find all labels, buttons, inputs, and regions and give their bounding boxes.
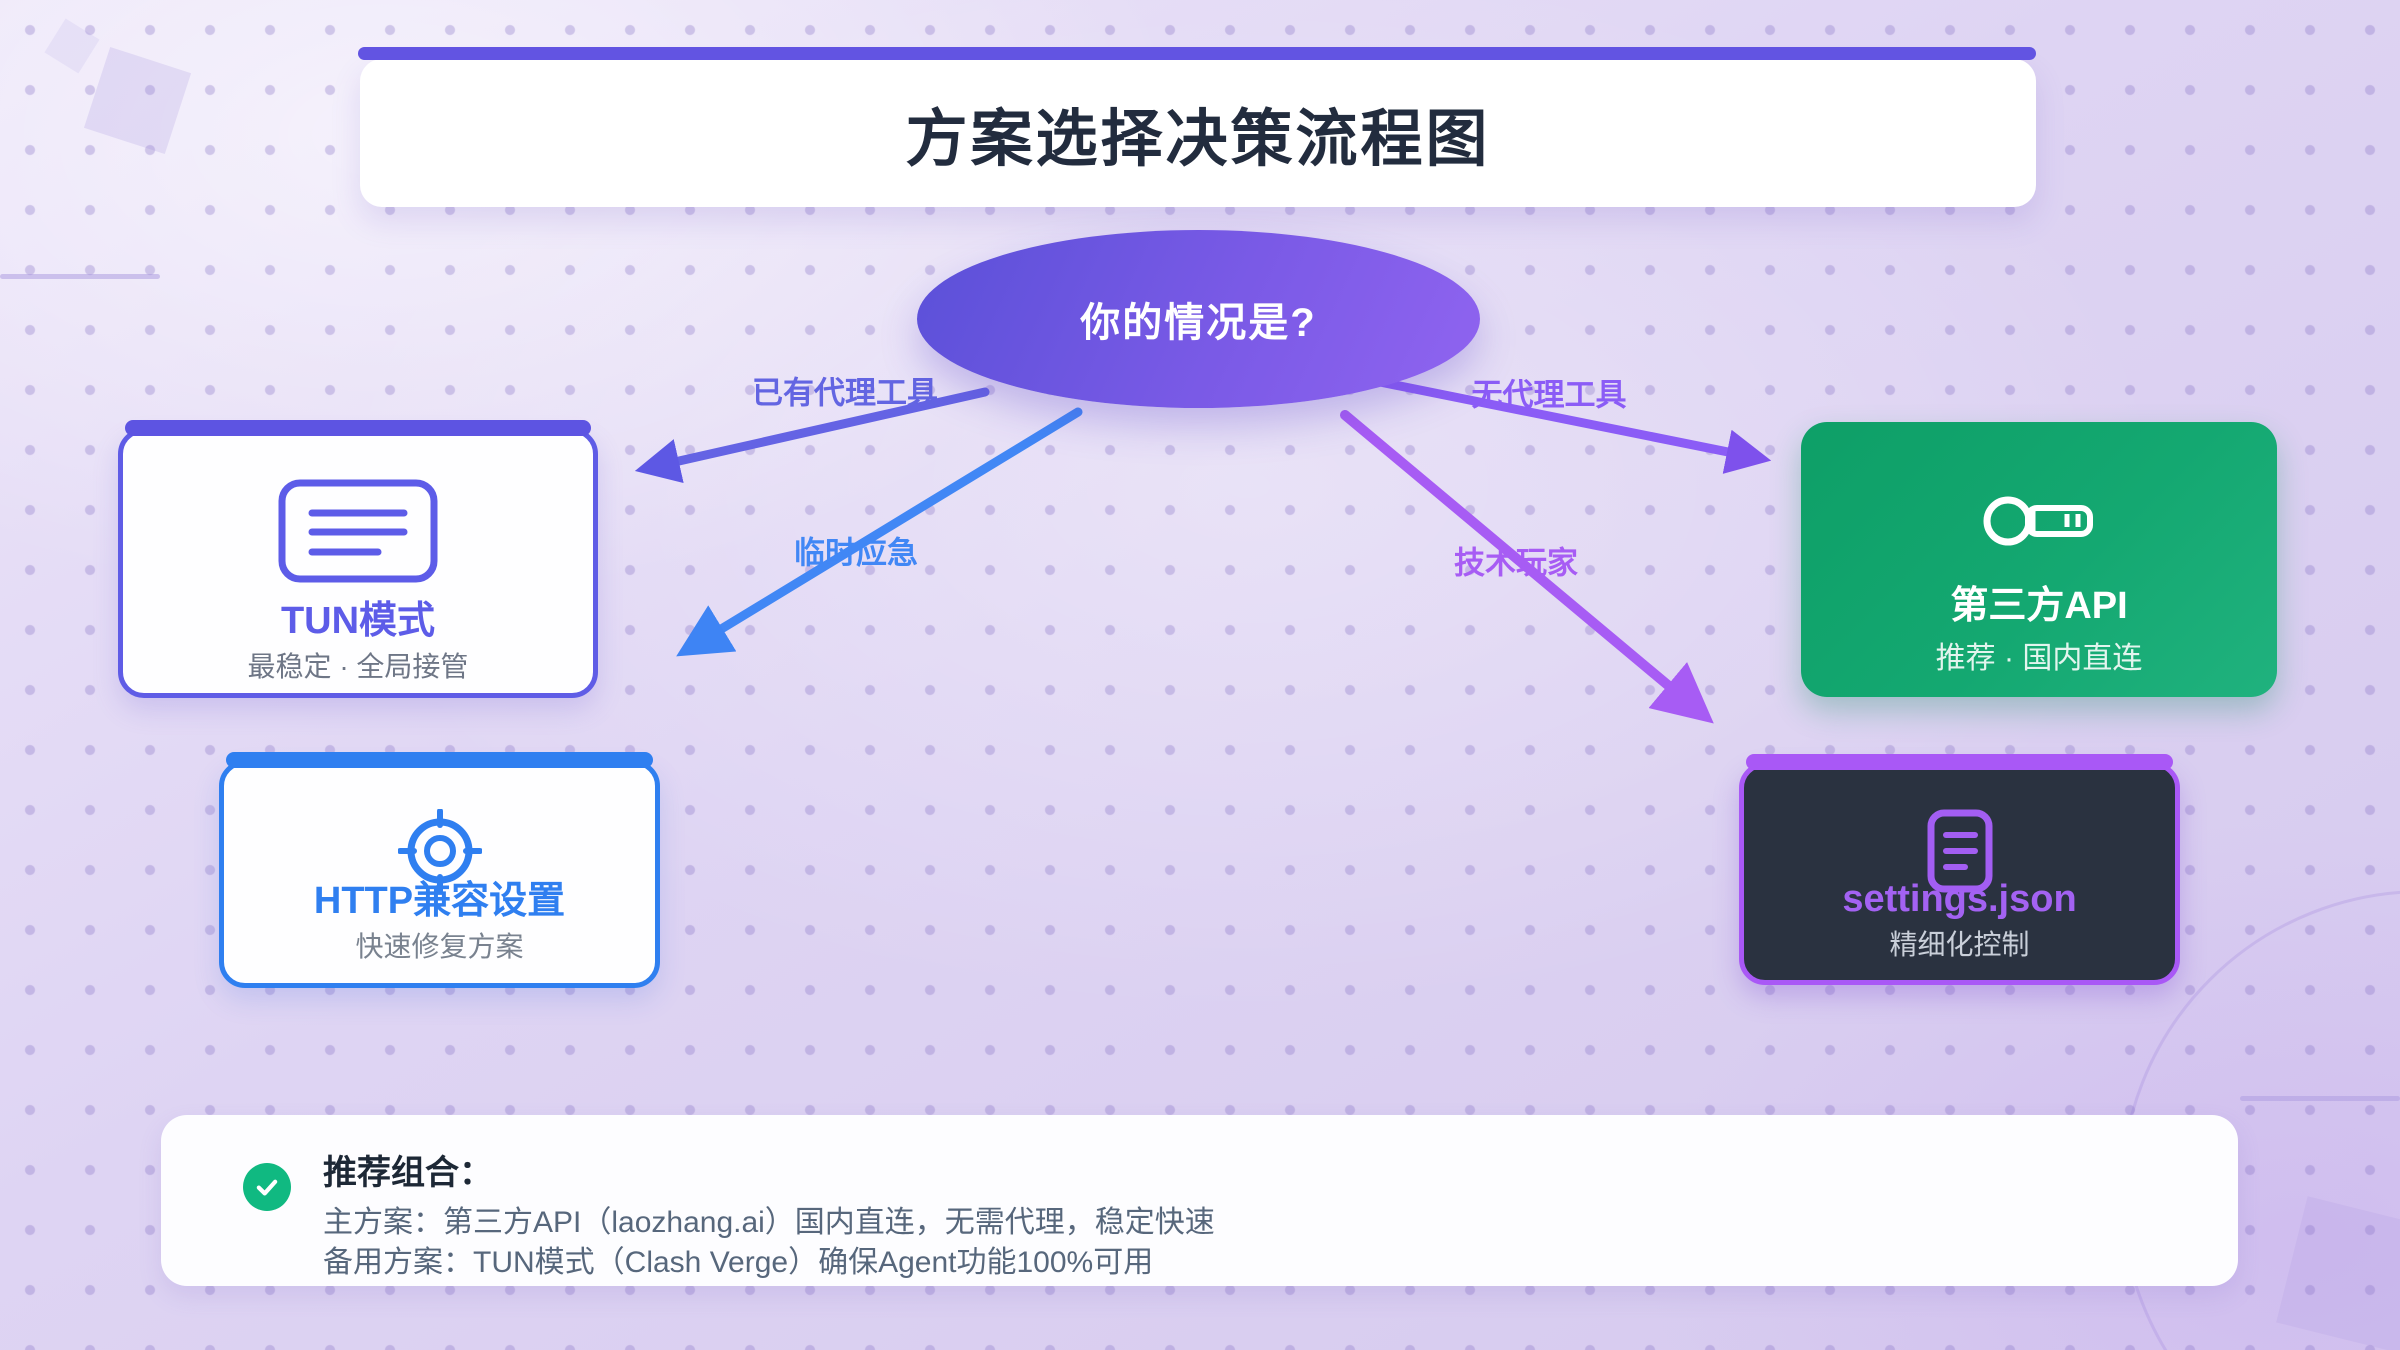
node-accent-bar xyxy=(226,752,653,768)
node-accent-bar xyxy=(1746,754,2173,770)
decision-question: 你的情况是? xyxy=(1080,301,1317,345)
edge-label-has-proxy: 已有代理工具 xyxy=(752,375,938,411)
node-title: 第三方API xyxy=(1950,585,2128,627)
edge-label-tech-player: 技术玩家 xyxy=(1454,545,1578,581)
recommendation-backup: 备用方案：TUN模式（Clash Verge）确保Agent功能100%可用 xyxy=(323,1245,1154,1279)
key-icon xyxy=(1981,490,2097,557)
edge-no-proxy-arrow xyxy=(1370,376,1772,474)
node-third-party-api: 第三方API 推荐 · 国内直连 xyxy=(1801,422,2277,697)
target-icon xyxy=(396,808,483,898)
node-subtitle: 快速修复方案 xyxy=(355,930,524,962)
node-subtitle: 推荐 · 国内直连 xyxy=(1935,641,2143,675)
node-settings-json: settings.json 精细化控制 xyxy=(1739,754,2180,985)
recommendation-card: 推荐组合： 主方案：第三方API（laozhang.ai）国内直连，无需代理，稳… xyxy=(161,1115,2238,1286)
edge-tech-player-arrow xyxy=(1340,410,1714,724)
edge-temporary-arrow xyxy=(676,407,1083,657)
page-title: 方案选择决策流程图 xyxy=(905,105,1491,174)
node-accent-bar xyxy=(125,420,591,436)
edge-has-proxy-arrow xyxy=(634,387,990,484)
recommendation-text: 推荐组合： 主方案：第三方API（laozhang.ai）国内直连，无需代理，稳… xyxy=(323,1151,2198,1282)
edge-label-temporary: 临时应急 xyxy=(794,535,918,571)
check-icon xyxy=(243,1163,291,1211)
decision-node: 你的情况是? xyxy=(917,230,1480,408)
list-card-icon xyxy=(278,479,438,588)
node-title: TUN模式 xyxy=(280,600,436,642)
recommendation-heading: 推荐组合： xyxy=(323,1154,493,1192)
edge-label-no-proxy: 无代理工具 xyxy=(1471,377,1627,413)
node-subtitle: 精细化控制 xyxy=(1889,928,2030,960)
recommendation-primary: 主方案：第三方API（laozhang.ai）国内直连，无需代理，稳定快速 xyxy=(323,1206,1215,1240)
title-accent-bar xyxy=(358,47,2036,60)
deco-line-left xyxy=(0,274,160,279)
node-title: HTTP兼容设置 xyxy=(313,880,566,922)
node-subtitle: 最稳定 · 全局接管 xyxy=(247,650,469,682)
node-http-compat: HTTP兼容设置 快速修复方案 xyxy=(219,752,660,988)
node-title: settings.json xyxy=(1842,878,2077,920)
node-tun-mode: TUN模式 最稳定 · 全局接管 xyxy=(118,420,598,698)
document-icon xyxy=(1927,809,1993,898)
title-card: 方案选择决策流程图 xyxy=(360,59,2036,207)
